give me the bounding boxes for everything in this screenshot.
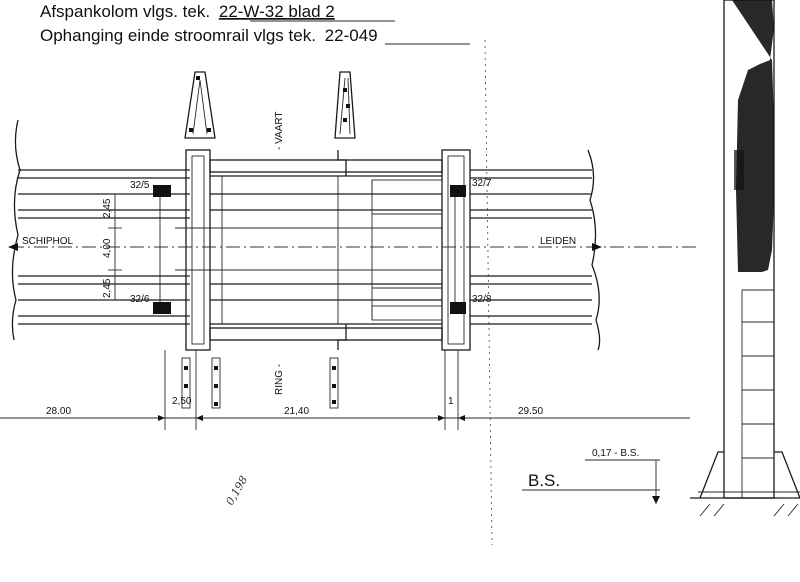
arrow-right-icon: [592, 243, 602, 251]
track-left-section: [11, 119, 190, 341]
title-line-2: Ophanging einde stroomrail vlgs tek. 22-…: [40, 26, 378, 45]
dim-h-center: 21,40: [284, 406, 309, 417]
dim-h-right: 29.50: [518, 406, 543, 417]
hanger-bottom-right: [329, 357, 339, 409]
dim-v-mid: 4,00: [102, 238, 113, 258]
mark-top-left: 32/5: [130, 180, 150, 191]
hanger-top-right: [334, 71, 356, 139]
label-vaart: - VAART: [274, 111, 285, 150]
anchor-block-bottom-right: [450, 302, 466, 314]
dim-h-gap-left: 2,50: [172, 396, 192, 407]
track-right-section: [470, 149, 601, 351]
construction-line: [484, 39, 493, 546]
mark-bottom-left: 32/6: [130, 294, 150, 305]
mark-bottom-right: 32/8: [472, 294, 492, 305]
mark-top-right: 32/7: [472, 178, 492, 189]
hanger-bottom-left: [181, 357, 221, 409]
horizontal-dimensions: 28.00 2,50 21,40 1 29.50: [0, 197, 690, 430]
label-bs: B.S.: [528, 471, 560, 490]
bridge-deck: [175, 149, 471, 351]
bs-level-marker: B.S. 0,17 - B.S.: [522, 448, 660, 504]
anchor-block-top-left: [153, 185, 171, 197]
title-line-1: Afspankolom vlgs. tek. 22-W-32 blad 2: [40, 2, 335, 21]
dim-v-bottom: 2,45: [102, 278, 113, 298]
anchor-block-bottom-left: [153, 302, 171, 314]
dim-h-gap-right: 1: [448, 396, 454, 407]
anchor-block-top-right: [450, 185, 466, 197]
label-ring: RING -: [274, 364, 285, 395]
arrow-left-icon: [8, 243, 18, 251]
label-schiphol: SCHIPHOL: [22, 236, 74, 247]
label-leiden: LEIDEN: [540, 236, 576, 247]
label-bs-offset: 0,17 - B.S.: [592, 448, 639, 459]
vertical-dimensions: 2,45 4,00 2,45: [102, 193, 122, 301]
hanger-top-left: [184, 71, 216, 139]
dim-v-top: 2,45: [102, 198, 113, 218]
column-elevation: [690, 0, 800, 517]
dim-h-left: 28.00: [46, 406, 71, 417]
handwritten-note: 0,198: [223, 474, 250, 508]
